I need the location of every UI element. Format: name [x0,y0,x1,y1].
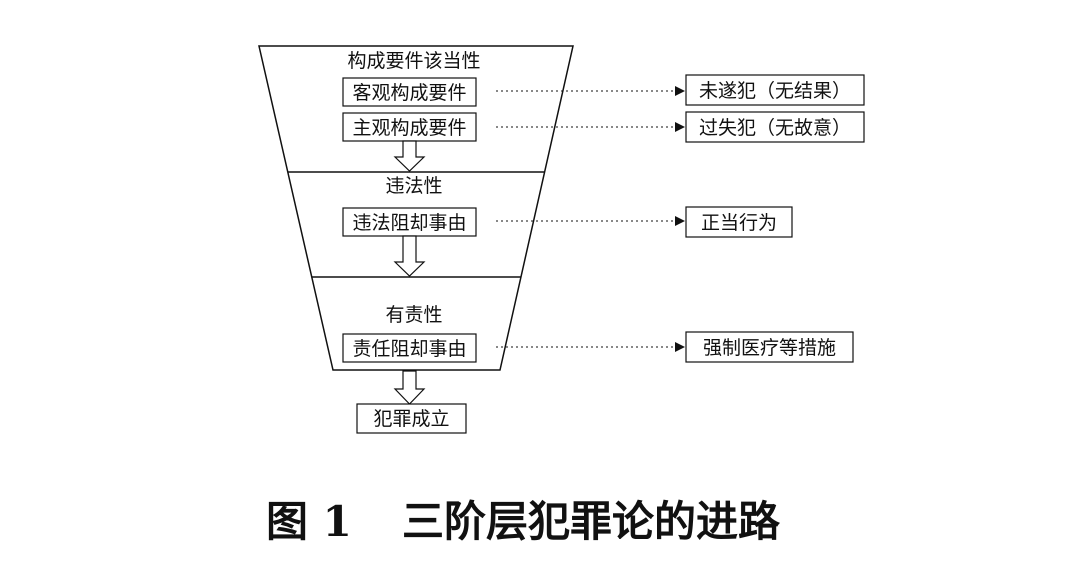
down-arrow-1 [393,140,426,172]
layer-title-culpability: 有责性 [385,304,442,326]
svg-text:违法阻却事由: 违法阻却事由 [352,212,466,234]
box-crime-established: 犯罪成立 [356,403,467,434]
down-arrow-3 [393,370,426,405]
svg-text:未遂犯（无结果）: 未遂犯（无结果） [699,80,851,102]
outcome-negligence: 过失犯（无故意） [685,111,865,143]
svg-text:强制医疗等措施: 强制医疗等措施 [703,337,836,359]
down-arrow-2 [393,235,426,277]
outcome-attempt: 未遂犯（无结果） [685,74,865,106]
funnel-outline [258,45,574,371]
outcome-compulsory-treatment: 强制医疗等措施 [685,331,854,363]
figure-number: 图 1 [266,497,352,546]
layer-title-illegality: 违法性 [385,175,442,197]
box-subjective-elements: 主观构成要件 [342,112,477,142]
svg-text:正当行为: 正当行为 [701,212,777,234]
figure-caption: 三阶层犯罪论的进路 [402,497,781,546]
svg-text:过失犯（无故意）: 过失犯（无故意） [699,117,851,139]
svg-text:犯罪成立: 犯罪成立 [373,408,449,430]
box-justification-grounds: 违法阻却事由 [342,207,477,237]
layer-title-elements: 构成要件该当性 [347,50,480,72]
svg-text:责任阻却事由: 责任阻却事由 [352,338,466,360]
svg-text:客观构成要件: 客观构成要件 [352,82,466,104]
box-objective-elements: 客观构成要件 [342,77,477,107]
box-excuse-grounds: 责任阻却事由 [342,333,477,363]
outcome-lawful-act: 正当行为 [685,206,793,238]
svg-text:主观构成要件: 主观构成要件 [352,117,466,139]
